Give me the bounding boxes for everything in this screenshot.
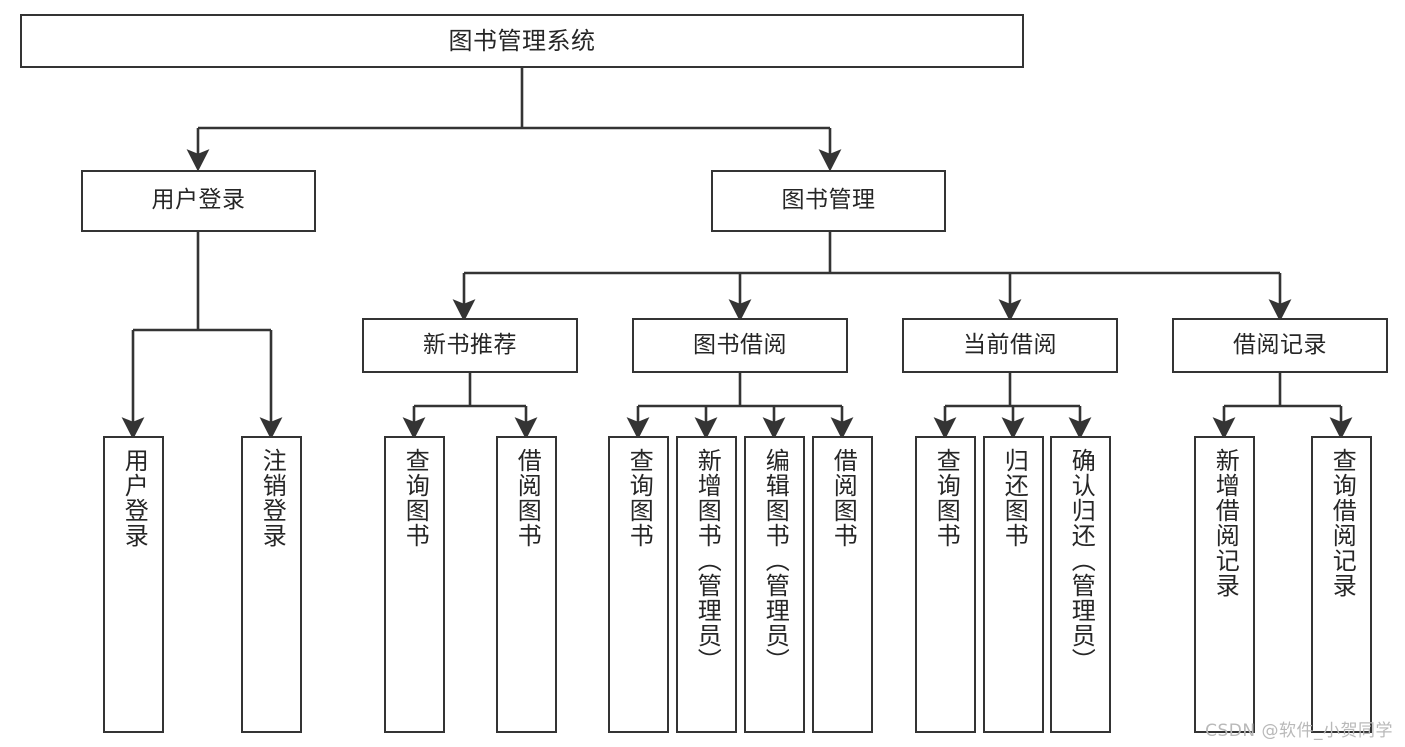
node-label: 新增借阅记录 [1211,448,1240,598]
node-leaf-query-borrow-record[interactable]: 查询借阅记录 [1311,436,1372,733]
node-leaf-add-book-admin[interactable]: 新增图书（管理员） [676,436,737,733]
node-label: 查询图书 [401,448,430,548]
node-leaf-query-book-borrow[interactable]: 查询图书 [608,436,669,733]
node-leaf-add-borrow-record[interactable]: 新增借阅记录 [1194,436,1255,733]
node-new-book-recommend[interactable]: 新书推荐 [362,318,578,373]
node-leaf-query-book-current[interactable]: 查询图书 [915,436,976,733]
node-label: 新增图书（管理员） [693,448,722,673]
node-label: 借阅记录 [1233,331,1327,358]
node-leaf-return-book[interactable]: 归还图书 [983,436,1044,733]
node-leaf-logout[interactable]: 注销登录 [241,436,302,733]
node-label: 借阅图书 [829,448,858,548]
node-label: 查询借阅记录 [1328,448,1357,598]
node-leaf-query-book-recommend[interactable]: 查询图书 [384,436,445,733]
node-leaf-user-login[interactable]: 用户登录 [103,436,164,733]
node-label: 当前借阅 [963,331,1057,358]
node-label: 用户登录 [151,187,246,214]
node-label: 图书管理 [781,187,876,214]
node-book-borrow[interactable]: 图书借阅 [632,318,848,373]
node-leaf-edit-book-admin[interactable]: 编辑图书（管理员） [744,436,805,733]
node-leaf-confirm-return-admin[interactable]: 确认归还（管理员） [1050,436,1111,733]
node-label: 借阅图书 [513,448,542,548]
node-user-login[interactable]: 用户登录 [81,170,316,232]
node-label: 查询图书 [625,448,654,548]
node-leaf-borrow-book-recommend[interactable]: 借阅图书 [496,436,557,733]
node-label: 用户登录 [120,448,149,548]
node-label: 注销登录 [258,448,287,548]
node-label: 新书推荐 [423,331,517,358]
node-label: 查询图书 [932,448,961,548]
node-label: 归还图书 [1000,448,1029,548]
node-borrow-record[interactable]: 借阅记录 [1172,318,1388,373]
node-label: 图书借阅 [693,331,787,358]
node-current-borrow[interactable]: 当前借阅 [902,318,1118,373]
node-root-system[interactable]: 图书管理系统 [20,14,1024,68]
node-label: 图书管理系统 [448,26,596,55]
node-label: 确认归还（管理员） [1067,448,1096,673]
node-label: 编辑图书（管理员） [761,448,790,673]
node-leaf-borrow-book[interactable]: 借阅图书 [812,436,873,733]
node-book-management[interactable]: 图书管理 [711,170,946,232]
